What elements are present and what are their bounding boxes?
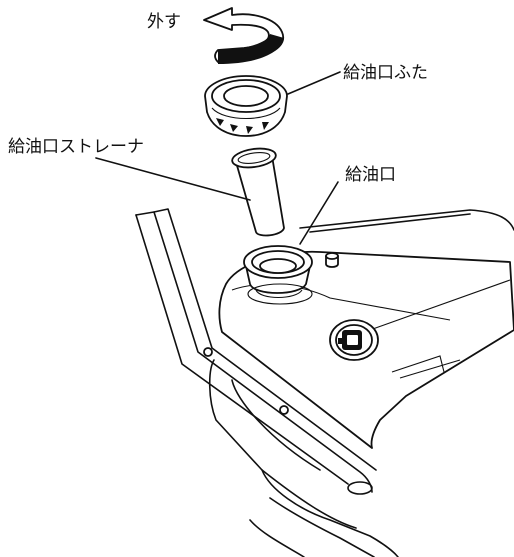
fuel-cap-leader-line [287, 71, 341, 95]
frame-tube [135, 208, 377, 495]
fuel-inlet-label: 給油口 [345, 165, 396, 185]
fuel-inlet-neck [243, 245, 313, 305]
remove-label: 外す [147, 12, 181, 32]
strainer-label: 給油口ストレーナ [8, 137, 144, 157]
bolt-center [279, 405, 289, 415]
fuel-cap-label: 給油口ふた [343, 63, 428, 83]
rotate-arrow-icon [203, 7, 285, 64]
strainer-leader-line [95, 157, 251, 201]
fuel-cap [204, 75, 288, 137]
fuel-gauge-icon [329, 319, 379, 361]
fuel-strainer [231, 147, 285, 237]
fuel-inlet-leader-line [299, 181, 339, 245]
bolt-left [203, 347, 213, 357]
